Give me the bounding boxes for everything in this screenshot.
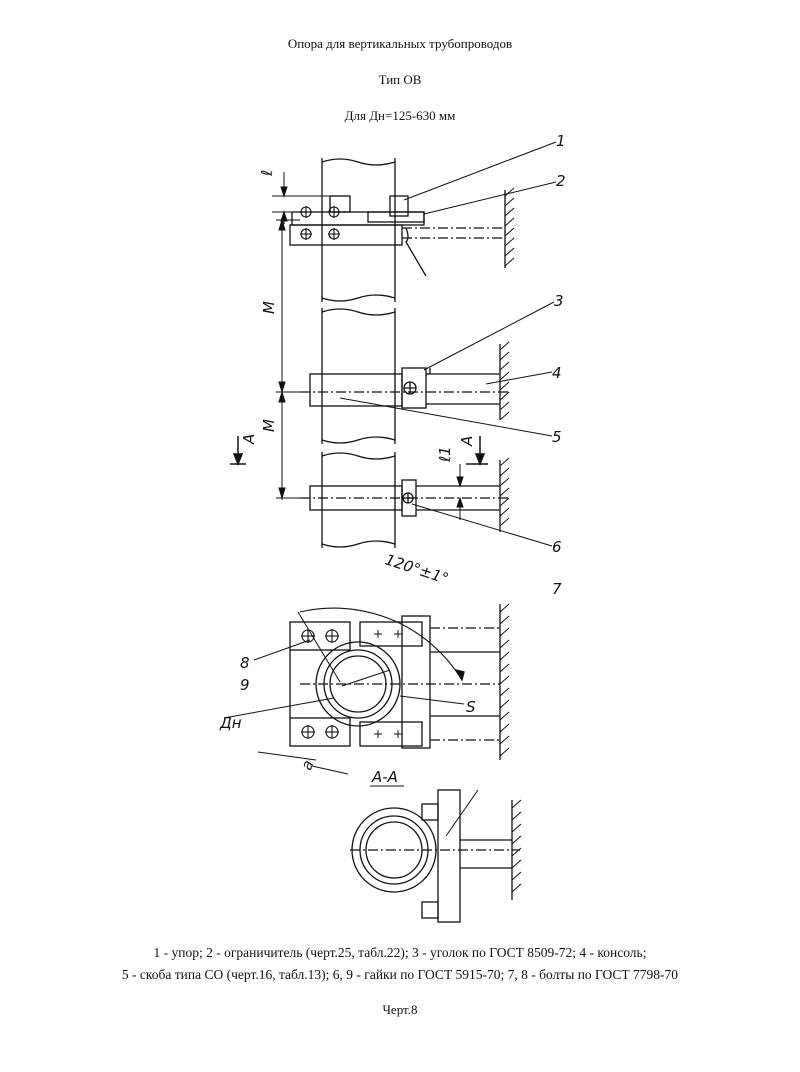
diameter-label: Дн [219,714,242,732]
leader-lines [223,141,557,719]
callout-6: 6 [552,538,562,556]
dim-m-upper-label: M [260,301,278,314]
legend-line-1: 1 - упор; 2 - ограничитель (черт.25, таб… [153,945,647,960]
callout-9: 9 [240,676,250,694]
support-type: Тип ОВ [378,72,422,87]
section-a-a-title: А-А [371,768,398,786]
wall-plan [499,603,510,760]
plan-view [257,607,500,775]
legend-line-2: 5 - скоба типа СО (черт.16, табл.13); 6,… [121,967,679,982]
dim-s-label: S [466,698,476,716]
pipe-lower [321,452,396,548]
section-arrows [230,436,488,467]
dim-m-lower-label: M [260,419,278,432]
section-mark-left: А [240,434,258,445]
callout-3: 3 [554,292,564,310]
dimension-chain [272,172,470,520]
callout-8: 8 [240,654,250,672]
drawing-title: Опора для вертикальных трубопроводов [287,36,513,51]
top-clamp [289,195,505,277]
technical-drawing: 1 2 3 4 5 6 7 8 9 ℓ M M ℓ1 А А 120°±1° Д… [219,132,566,923]
figure-label: Черт.8 [382,1002,418,1017]
wall-top [504,187,515,268]
callout-1: 1 [556,132,566,150]
callout-2: 2 [556,172,566,190]
middle-bracket [300,367,510,409]
pipe-upper [321,158,396,302]
wall-section [511,799,522,900]
lower-bracket [300,479,510,517]
dim-l1-label: ℓ1 [436,446,454,463]
callout-4: 4 [552,364,562,382]
section-a-a [350,789,520,923]
callout-7: 7 [552,580,562,598]
section-mark-right: А [458,436,476,447]
pipe-middle [321,308,396,444]
wall-middle [499,341,510,421]
dim-l-label: ℓ [258,170,276,177]
wall-lower [499,457,510,532]
callout-5: 5 [552,428,562,446]
diameter-range: Для Дн=125-630 мм [344,108,456,123]
angle-label: 120°±1° [383,550,451,587]
